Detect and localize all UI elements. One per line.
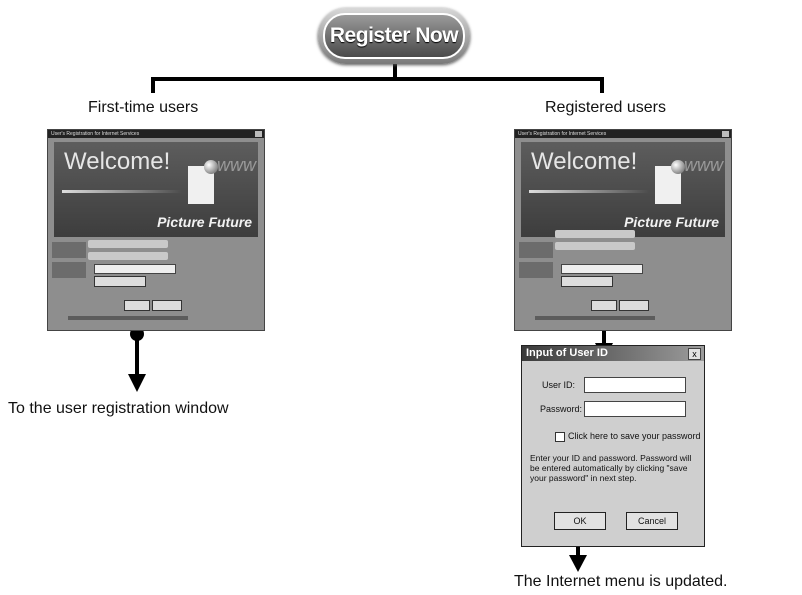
already-registered-option[interactable] (555, 242, 635, 250)
change-region-button[interactable] (94, 276, 146, 287)
region-dropdown[interactable] (561, 264, 643, 274)
user-id-label: User ID: (542, 380, 576, 390)
welcome-window-registered: User's Registration for Internet Service… (514, 129, 732, 331)
ok-button[interactable] (591, 300, 617, 311)
left-arrow-head (128, 374, 146, 392)
ok-button[interactable] (124, 300, 150, 311)
close-icon[interactable]: x (688, 348, 701, 360)
register-now-label: Register Now (323, 13, 465, 59)
save-password-checkbox[interactable] (555, 432, 565, 442)
country-label-box (52, 262, 86, 278)
already-registered-option[interactable] (88, 252, 168, 260)
light-streak (62, 190, 182, 193)
user-id-dialog: Input of User ID x User ID: Password: Cl… (521, 345, 705, 547)
country-label-box (519, 262, 553, 278)
first-time-result: To the user registration window (8, 400, 229, 417)
registration-label-box (52, 242, 86, 258)
dialog-note: Enter your ID and password. Password wil… (530, 453, 692, 483)
registered-result: The Internet menu is updated. (514, 573, 728, 590)
welcome-window-first-time: User's Registration for Internet Service… (47, 129, 265, 331)
dialog-title: Input of User ID (522, 346, 704, 361)
registered-users-caption: Registered users (545, 99, 666, 116)
cancel-button[interactable] (152, 300, 182, 311)
first-time-users-caption: First-time users (88, 99, 199, 116)
right-arrow-head-2 (569, 555, 587, 572)
light-streak (529, 190, 649, 193)
close-icon[interactable] (255, 131, 262, 137)
footer-note (535, 316, 655, 320)
register-new-option[interactable] (555, 230, 635, 238)
orb-icon (204, 160, 218, 174)
save-password-label: Click here to save your password (568, 431, 701, 441)
change-region-button[interactable] (561, 276, 613, 287)
welcome-window-title: User's Registration for Internet Service… (48, 130, 264, 138)
cancel-button[interactable]: Cancel (626, 512, 678, 530)
footer-note (68, 316, 188, 320)
register-new-option[interactable] (88, 240, 168, 248)
password-label: Password: (540, 404, 583, 414)
welcome-banner: Welcome! www Picture Future (521, 142, 725, 237)
www-text: www (217, 155, 256, 175)
register-now-button[interactable]: Register Now (318, 8, 470, 64)
tagline: Picture Future (624, 214, 719, 230)
tagline: Picture Future (157, 214, 252, 230)
orb-icon (671, 160, 685, 174)
cancel-button[interactable] (619, 300, 649, 311)
welcome-heading: Welcome! (531, 148, 638, 175)
welcome-banner: Welcome! www Picture Future (54, 142, 258, 237)
close-icon[interactable] (722, 131, 729, 137)
www-text: www (684, 155, 723, 175)
region-dropdown[interactable] (94, 264, 176, 274)
welcome-window-title: User's Registration for Internet Service… (515, 130, 731, 138)
password-field[interactable] (584, 401, 686, 417)
ok-button[interactable]: OK (554, 512, 606, 530)
welcome-heading: Welcome! (64, 148, 171, 175)
registration-label-box (519, 242, 553, 258)
user-id-field[interactable] (584, 377, 686, 393)
